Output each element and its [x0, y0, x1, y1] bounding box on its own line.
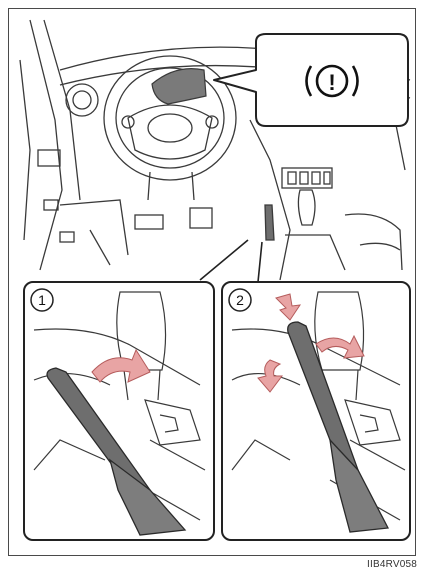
step-panel-1: 1 [24, 282, 214, 540]
instrument-cluster-highlight [152, 69, 206, 104]
zoom-connector [200, 240, 262, 282]
step-number-1: 1 [38, 292, 46, 308]
brake-warning-exclaim: ! [328, 70, 335, 95]
step-panel-2: 2 [222, 282, 410, 540]
figure-code: IIB4RV058 [367, 559, 417, 570]
step-number-2: 2 [236, 292, 244, 308]
